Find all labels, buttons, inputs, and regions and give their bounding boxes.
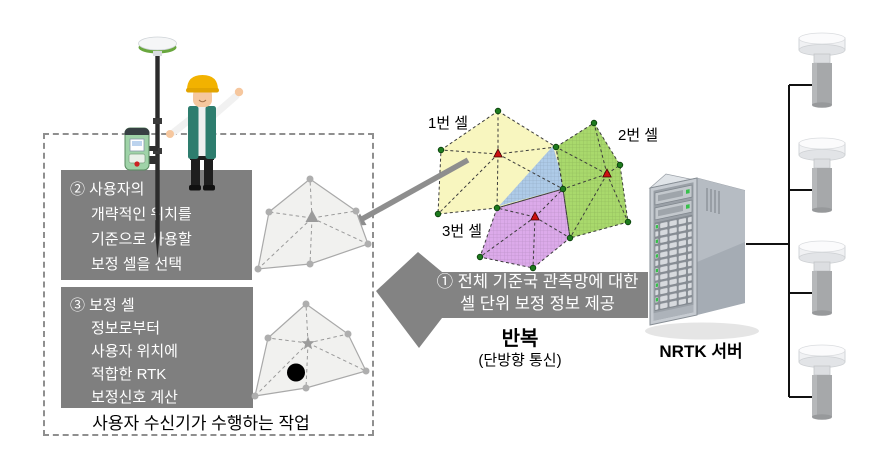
- polygon-vertex-dots: [251, 300, 370, 400]
- step3-line: 사용자 위치에: [91, 343, 178, 360]
- antenna-icon: [798, 137, 846, 214]
- step2-line: 개략적인 위치를: [91, 206, 192, 223]
- step1-line: ① 전체 기준국 관측망에 대한: [436, 273, 639, 291]
- reference-station-dots: [434, 107, 632, 272]
- cell-2-area: [556, 123, 628, 238]
- user-box-caption: 사용자 수신기가 수행하는 작업: [92, 414, 310, 433]
- step3-line: 보정신호 계산: [91, 389, 178, 406]
- cell-3-area: [480, 189, 570, 268]
- antenna-icon: [798, 32, 846, 109]
- cell1-label: 1번 셀: [428, 115, 469, 132]
- step2-line: 보정 셀을 선택: [91, 256, 183, 273]
- step3-line: ③ 보정 셀: [70, 297, 135, 314]
- step3-box: ③ 보정 셀 정보로부터 사용자 위치에 적합한 RTK 보정신호 계산: [61, 287, 253, 408]
- polygon-vertex-dots: [254, 175, 372, 273]
- correction-cells: [434, 107, 632, 272]
- server-icon: [645, 173, 759, 340]
- polygon-center-marker: [305, 210, 319, 222]
- step3-line: 정보로부터: [91, 320, 161, 337]
- step2-line: 기준으로 사용할: [91, 231, 192, 248]
- repeat-sub-label: (단방향 통신): [478, 352, 562, 369]
- reference-antenna-icons: [798, 32, 846, 421]
- cell3-label: 3번 셀: [442, 223, 483, 240]
- controller-icon: [124, 127, 159, 171]
- selected-cell-polygon: [254, 175, 372, 273]
- interpolation-polygon: [251, 300, 370, 400]
- cell-center-markers: [493, 148, 612, 221]
- step1-flow-text: ① 전체 기준국 관측망에 대한 셀 단위 보정 정보 제공: [420, 272, 655, 315]
- user-position-dot: [287, 363, 305, 382]
- overlap-area: [499, 146, 565, 206]
- step2-line: ② 사용자의: [70, 181, 145, 198]
- antenna-icon: [798, 240, 846, 317]
- surveyor-icon: [124, 36, 244, 258]
- step3-line: 적합한 RTK: [91, 366, 167, 383]
- cell2-label: 2번 셀: [618, 127, 659, 144]
- worker-figure: [166, 75, 244, 191]
- antenna-network-lines: [746, 84, 813, 398]
- antenna-icon: [798, 344, 846, 421]
- server-label: NRTK 서버: [659, 342, 743, 361]
- flow-arrow: [376, 252, 648, 348]
- repeat-label: 반복: [501, 328, 539, 350]
- polygon-center-star: [301, 336, 315, 350]
- step1-line: 셀 단위 보정 정보 제공: [460, 294, 615, 313]
